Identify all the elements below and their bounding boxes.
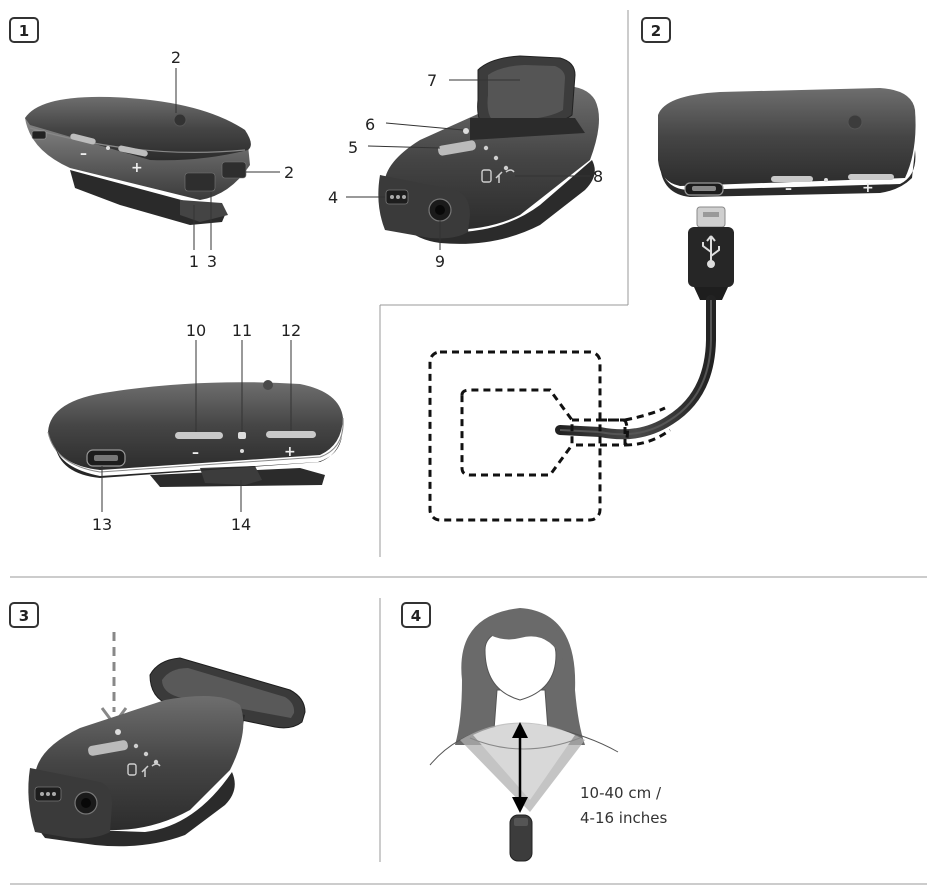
callout-6: 6 — [365, 115, 375, 134]
minus-symbol: – — [785, 181, 792, 197]
slider-switch — [88, 740, 128, 756]
plus-symbol: + — [284, 444, 296, 460]
step-number: 2 — [651, 22, 661, 40]
usb-icon — [702, 235, 720, 268]
volume-up-button — [848, 174, 894, 180]
callout-14: 14 — [231, 515, 251, 534]
volume-down-button — [70, 133, 96, 145]
volume-down-button — [771, 176, 813, 182]
power-adapter-outline — [428, 350, 671, 522]
usb-cable — [555, 295, 716, 440]
step-badge-1: 1 — [9, 17, 39, 43]
callout-1: 1 — [189, 252, 199, 271]
mode-indicators — [127, 743, 161, 777]
step-badge-4: 4 — [401, 602, 431, 628]
clip-attach-illustration — [28, 632, 306, 847]
callout-9: 9 — [435, 252, 445, 271]
callout-3: 3 — [207, 252, 217, 271]
volume-up-button — [266, 431, 316, 438]
callout-10: 10 — [186, 321, 206, 340]
minus-symbol: – — [192, 445, 199, 461]
callout-2-top: 2 — [171, 48, 181, 67]
callout-13: 13 — [92, 515, 112, 534]
speaker-grille — [184, 172, 216, 192]
device-rear-view — [378, 55, 599, 244]
callouts-panel-1: 2 2 1 3 7 6 5 4 8 9 10 11 12 — [92, 48, 603, 534]
plus-symbol: + — [862, 180, 874, 196]
mode-indicators — [481, 145, 515, 183]
wearing-position-illustration: 10-40 cm / 4-16 inches — [429, 608, 667, 862]
distance-metric: 10-40 cm / — [580, 784, 662, 802]
charging-illustration: – + — [428, 88, 916, 522]
callout-11: 11 — [232, 321, 252, 340]
center-button — [238, 432, 246, 439]
volume-up-button — [118, 145, 148, 157]
device-small — [509, 814, 533, 862]
callout-12: 12 — [281, 321, 301, 340]
volume-down-button — [175, 432, 223, 439]
callout-5: 5 — [348, 138, 358, 157]
distance-imperial: 4-16 inches — [580, 809, 667, 827]
step-badge-3: 3 — [9, 602, 39, 628]
device-front-view: – + — [25, 96, 251, 225]
callout-7: 7 — [427, 71, 437, 90]
minus-symbol: – — [80, 146, 87, 162]
panel-dividers — [10, 10, 927, 885]
callout-8: 8 — [593, 167, 603, 186]
callout-4: 4 — [328, 188, 338, 207]
step-number: 3 — [19, 607, 29, 625]
step-number: 4 — [411, 607, 421, 625]
slider-switch — [438, 140, 476, 156]
step-number: 1 — [19, 22, 29, 40]
plus-symbol: + — [131, 160, 143, 176]
callout-2-right: 2 — [284, 163, 294, 182]
step-badge-2: 2 — [641, 17, 671, 43]
